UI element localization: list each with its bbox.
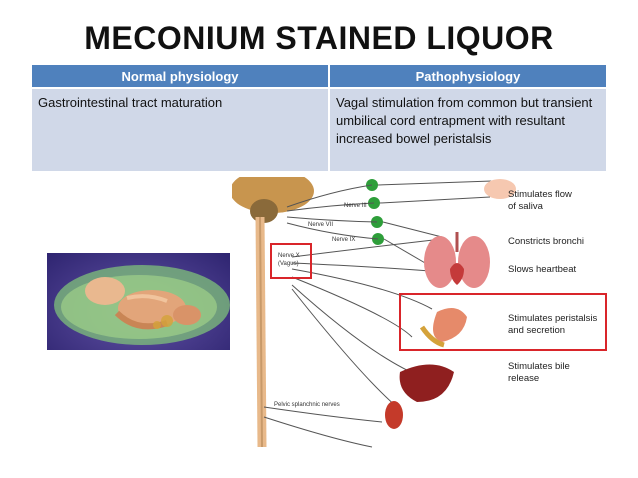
vagus-label-line1: Nerve X <box>278 253 300 259</box>
header-pathophysiology: Pathophysiology <box>329 65 606 88</box>
nerve-label-3: Nerve III <box>344 203 367 209</box>
physiology-table: Normal physiology Pathophysiology Gastro… <box>32 65 606 171</box>
table-row: Gastrointestinal tract maturation Vagal … <box>32 87 606 171</box>
label-bile-line2: release <box>508 373 540 384</box>
parasympathetic-diagram: Nerve III Nerve VII Nerve IX Nerve X (Va… <box>230 169 612 462</box>
peristalsis-highlight-box <box>399 293 607 351</box>
pelvic-nerve-label: Pelvic splanchnic nerves <box>274 402 340 408</box>
cell-normal-physiology: Gastrointestinal tract maturation <box>32 87 330 171</box>
slide-title: MECONIUM STAINED LIQUOR <box>84 20 554 56</box>
header-normal-physiology: Normal physiology <box>32 65 330 88</box>
nerve-label-9: Nerve IX <box>332 237 356 243</box>
vagus-label-line2: (Vagus) <box>278 261 299 267</box>
table-header-row: Normal physiology Pathophysiology <box>32 65 606 88</box>
label-bile-line1: Stimulates bile <box>508 361 570 372</box>
label-peristalsis-line1: Stimulates peristalsis <box>508 313 598 324</box>
nerve-diagram-svg <box>230 169 516 448</box>
nerve-label-7: Nerve VII <box>308 222 334 228</box>
cell-pathophysiology: Vagal stimulation from common but transi… <box>329 87 606 171</box>
label-saliva-line2: of saliva <box>508 201 543 212</box>
label-bronchi: Constricts bronchi <box>508 236 585 247</box>
label-peristalsis-line2: and secretion <box>508 325 566 336</box>
label-heart: Slows heartbeat <box>508 264 577 275</box>
label-saliva-line1: Stimulates flow <box>508 189 572 200</box>
fetus-illustration <box>54 265 230 345</box>
fetus-image <box>47 253 230 350</box>
vagus-highlight-box <box>270 243 312 279</box>
